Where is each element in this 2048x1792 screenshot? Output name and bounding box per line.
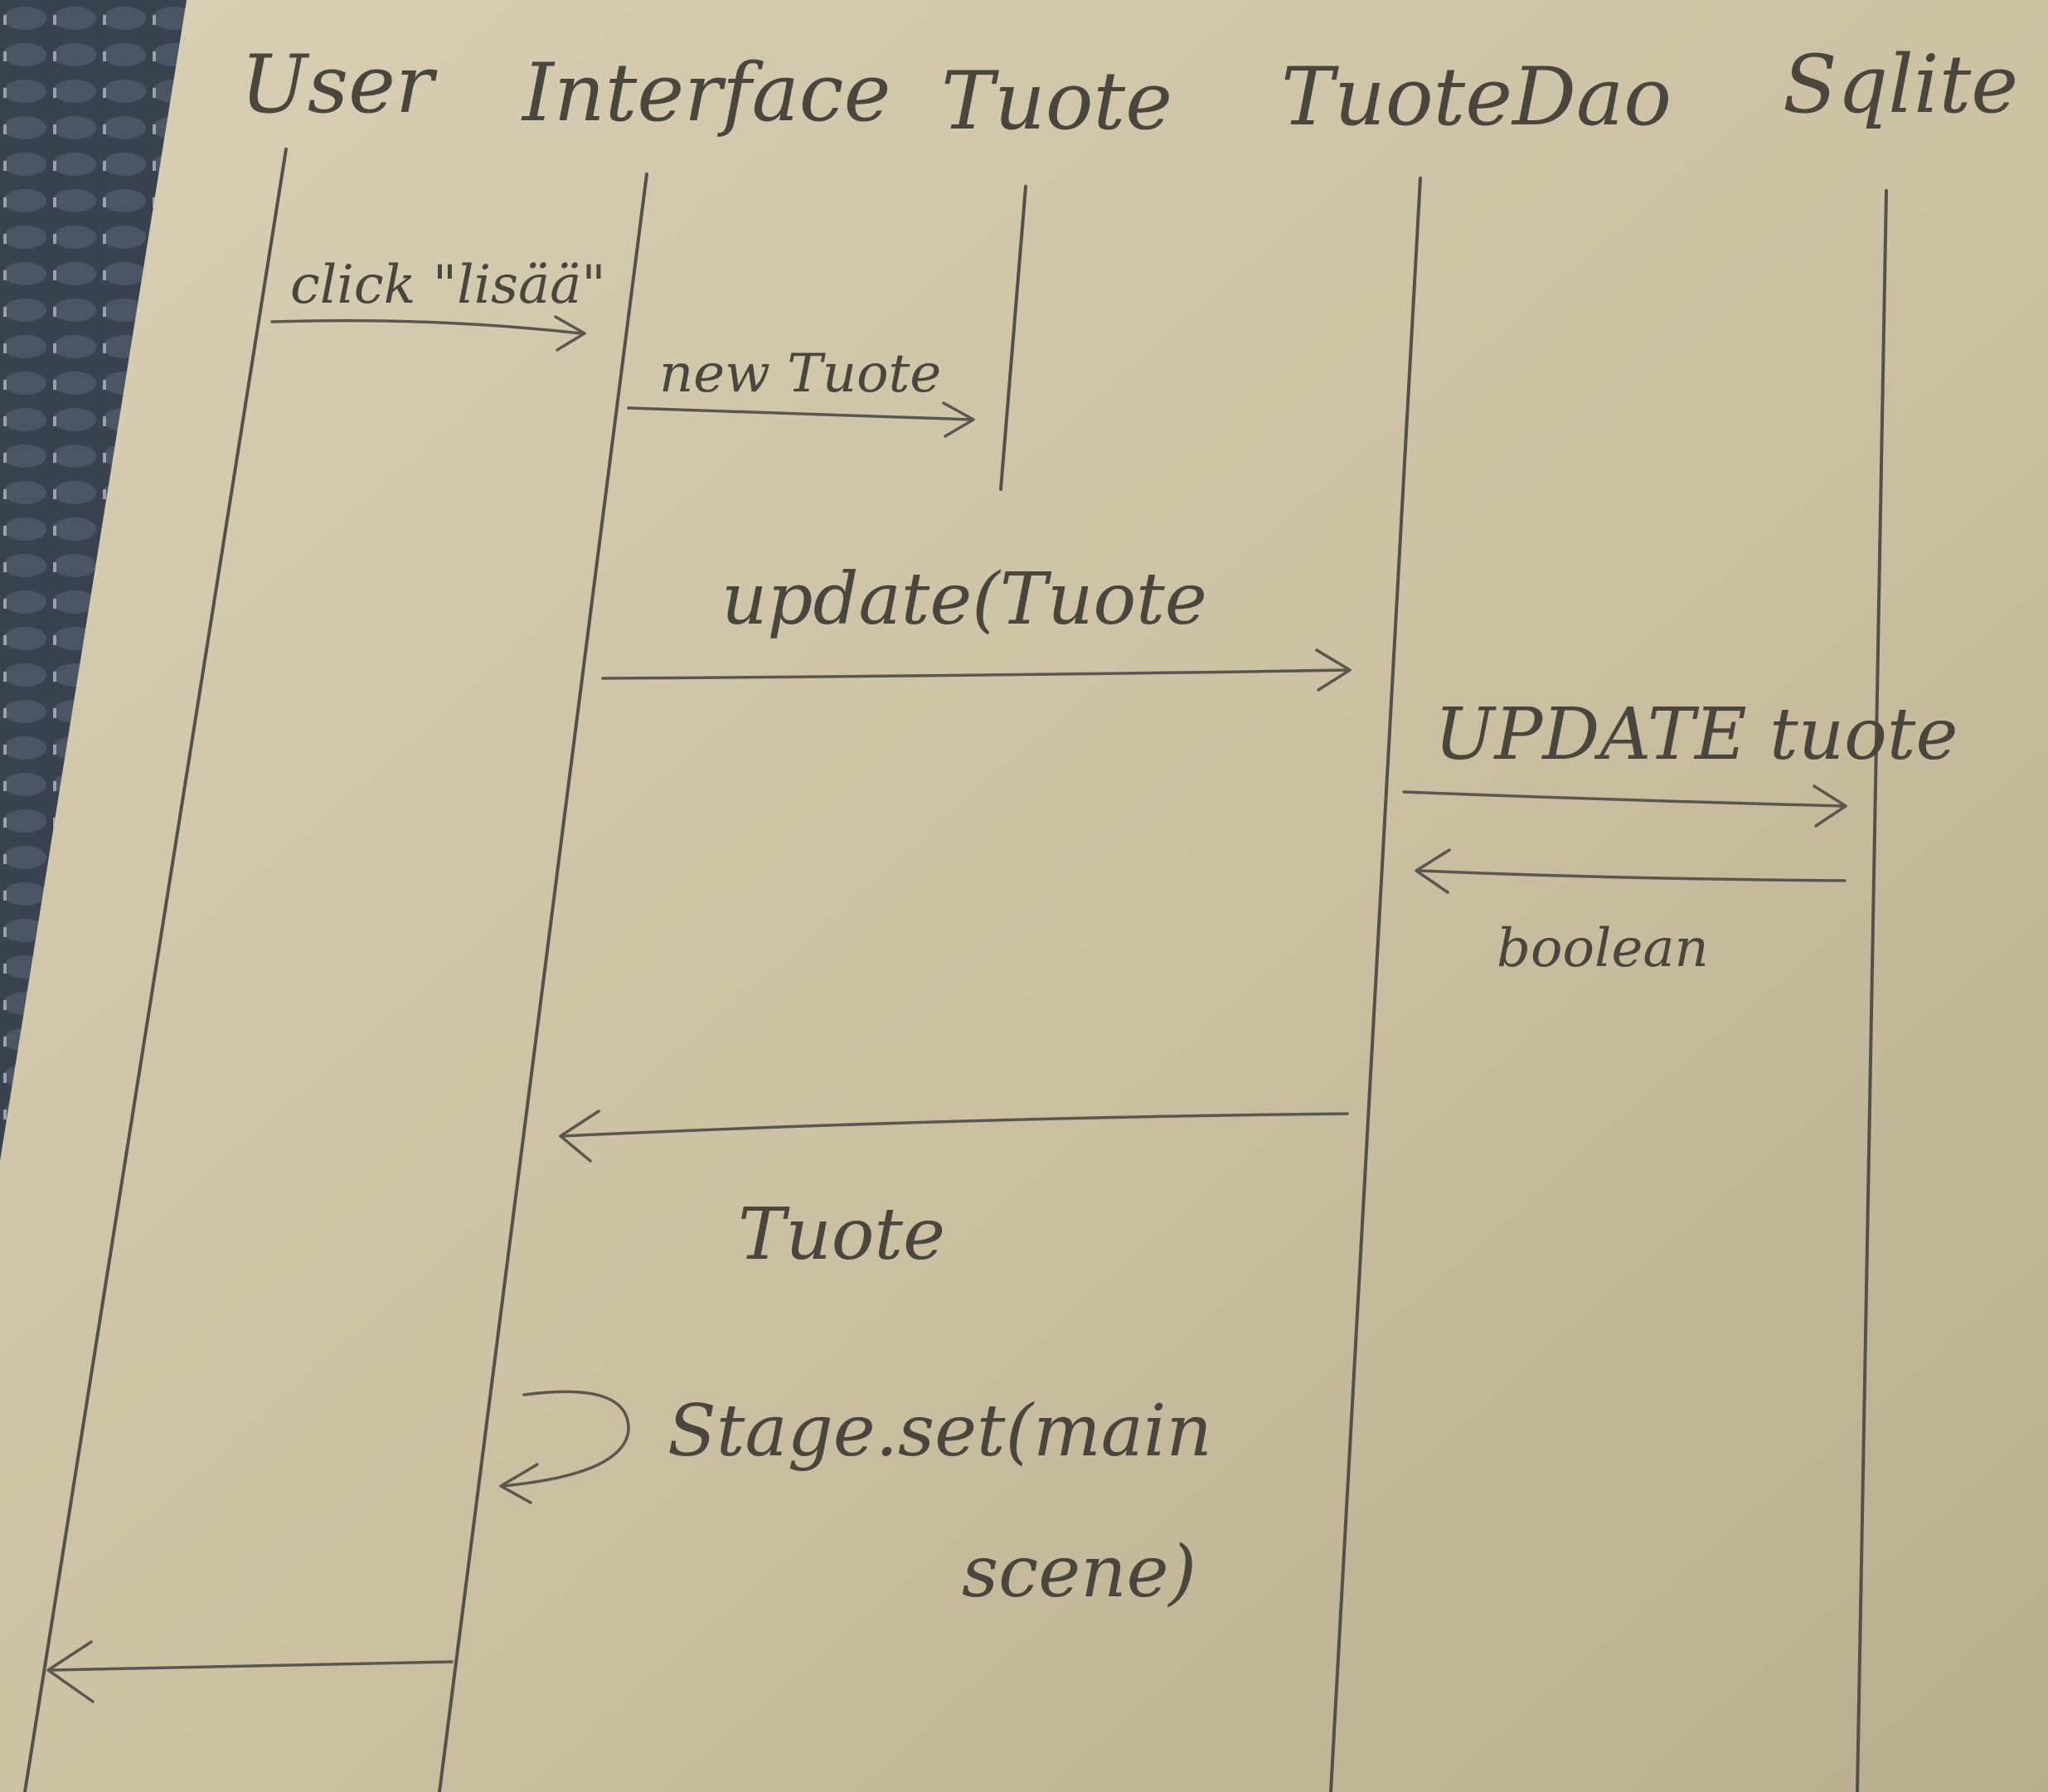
lifeline-sqlite: [1856, 189, 1888, 1792]
lifeline-interface: [438, 172, 648, 1792]
message-stage-label-line1: Stage.set(main: [667, 1390, 1212, 1473]
arrow-click: [270, 315, 586, 352]
participant-sqlite: Sqlite: [1783, 38, 2018, 131]
participant-tuote: Tuote: [941, 55, 1172, 148]
arrow-new-tuote: [627, 401, 975, 438]
arrow-stage-self-call: [499, 1390, 630, 1504]
arrow-update: [601, 648, 1352, 692]
arrow-boolean-return: [1415, 848, 1847, 894]
participant-tuotedao: TuoteDao: [1281, 51, 1672, 143]
message-boolean-label: boolean: [1497, 918, 1709, 979]
message-new-tuote-label: new Tuote: [659, 343, 941, 405]
arrow-return-to-user: [46, 1640, 454, 1703]
message-update-sql-label: UPDATE tuote: [1434, 693, 1958, 776]
lifeline-user: [23, 148, 288, 1792]
participant-user: User: [240, 38, 438, 131]
message-click-label: click "lisää": [290, 255, 606, 316]
participant-interface: Interface: [521, 46, 891, 139]
lifeline-tuotedao: [1329, 177, 1422, 1792]
message-update-label: update(Tuote: [721, 558, 1207, 641]
arrow-update-sql: [1402, 784, 1847, 828]
lifeline-tuote: [999, 185, 1027, 491]
message-stage-label-line2: scene): [962, 1531, 1196, 1614]
arrow-tuote-return: [559, 1110, 1349, 1163]
message-tuote-return-label: Tuote: [738, 1193, 945, 1276]
